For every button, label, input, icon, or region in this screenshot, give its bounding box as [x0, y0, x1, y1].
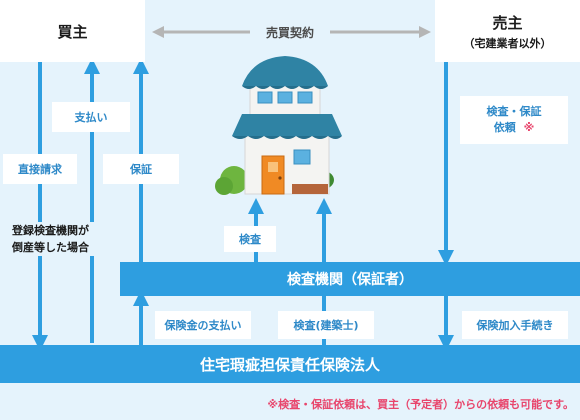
seller-box: 売主 （宅建業者以外） — [435, 0, 580, 62]
bush-left-2 — [215, 177, 233, 195]
inspection-org-label: 検査機関（保証者） — [287, 272, 413, 288]
direct-claim-label: 直接請求 — [3, 154, 77, 184]
house-top-roof — [242, 56, 328, 86]
contract-label-wrap: 売買契約 — [250, 22, 330, 42]
house-lower-wall — [244, 131, 330, 195]
upper-window-left — [257, 91, 273, 104]
seller-label: 売主 — [492, 13, 523, 32]
inspection-request-line2-wrap: 依頼 ※ — [494, 120, 535, 136]
inspection-org-bar: 検査機関（保証者） — [120, 262, 580, 296]
guarantee-label: 保証 — [103, 154, 179, 184]
bankruptcy-note-line1: 登録検査機関が — [12, 224, 89, 237]
upper-window-right — [297, 91, 313, 104]
request-mark: ※ — [523, 121, 535, 134]
inspection-request-line2: 依頼 — [493, 121, 516, 134]
insurance-corp-label: 住宅瑕疵担保責任保険法人 — [199, 355, 380, 374]
footnote: ※検査・保証依頼は、買主（予定者）からの依頼も可能です。 — [267, 398, 574, 411]
inspection-request-label: 検査・保証 依頼 ※ — [460, 96, 568, 144]
buyer-label: 買主 — [57, 22, 88, 41]
house-mid-roof — [232, 114, 342, 136]
house-illustration — [215, 56, 342, 195]
insurance-payment-label: 保険金の支払い — [155, 311, 251, 339]
payment-label: 支払い — [52, 102, 130, 132]
seller-sub-label: （宅建業者以外） — [463, 36, 552, 50]
upper-window-middle — [277, 91, 293, 104]
contract-label: 売買契約 — [265, 25, 314, 40]
door-knob — [278, 176, 282, 180]
inspection-architect-label: 検査(建築士) — [278, 311, 374, 339]
bankruptcy-note: 登録検査機関が 倒産等した場合 — [12, 222, 122, 256]
insurance-procedure-label: 保険加入手続き — [462, 311, 568, 339]
house-door — [261, 155, 285, 195]
buyer-box: 買主 — [0, 0, 145, 62]
door-window — [268, 162, 278, 172]
house-mid-roof-scallop — [232, 136, 342, 139]
inspection-label: 検査 — [224, 226, 276, 252]
bankruptcy-note-line2: 倒産等した場合 — [12, 241, 89, 254]
house-top-roof-scallop — [242, 86, 328, 89]
insurance-corp-bar: 住宅瑕疵担保責任保険法人 — [0, 345, 580, 383]
lower-window — [293, 149, 311, 165]
inspection-request-line1: 検査・保証 — [486, 105, 542, 118]
flower-box — [292, 184, 328, 194]
